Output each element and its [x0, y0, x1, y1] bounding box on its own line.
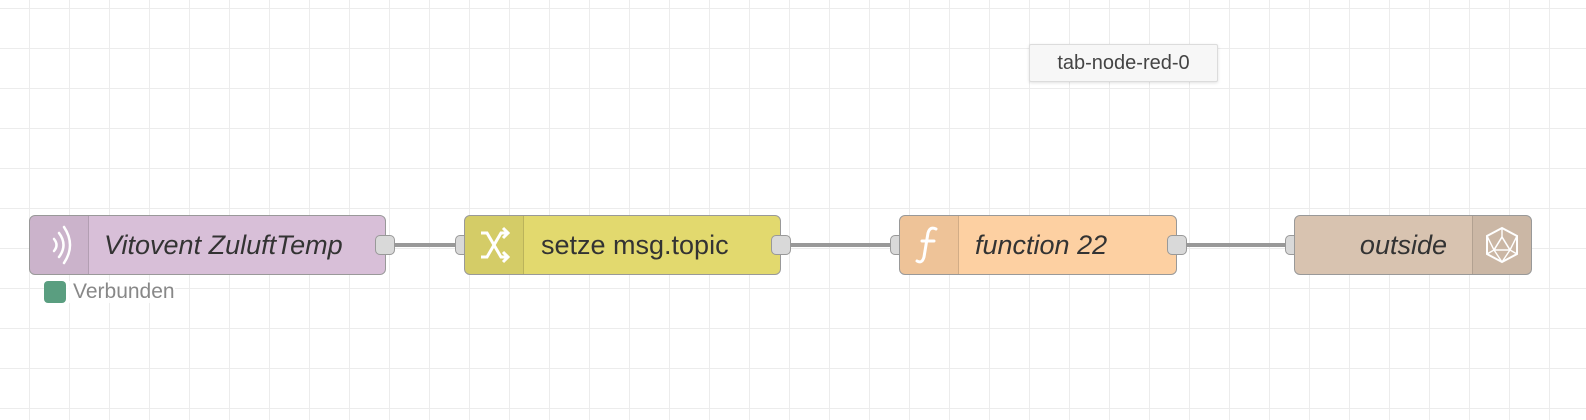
node-function[interactable]: function 22: [899, 215, 1177, 275]
node-label: function 22: [975, 229, 1108, 260]
radio-waves-icon: [30, 216, 89, 274]
tab-label[interactable]: tab-node-red-0: [1029, 44, 1218, 82]
node-label: Vitovent ZuluftTemp: [104, 229, 343, 260]
node-label: outside: [1359, 229, 1447, 260]
node-mqtt-in[interactable]: Vitovent ZuluftTemp: [29, 215, 386, 275]
node-label: setze msg.topic: [541, 229, 729, 260]
output-port[interactable]: [771, 235, 791, 255]
shuffle-icon: [465, 216, 524, 274]
node-change[interactable]: setze msg.topic: [464, 215, 781, 275]
polyhedron-icon: [1472, 216, 1531, 274]
node-link-out[interactable]: outside: [1294, 215, 1532, 275]
node-status: Verbunden: [44, 280, 175, 303]
status-indicator-icon: [44, 281, 66, 303]
status-text: Verbunden: [73, 280, 175, 303]
output-port[interactable]: [1167, 235, 1187, 255]
output-port[interactable]: [375, 235, 395, 255]
function-f-icon: [900, 216, 959, 274]
